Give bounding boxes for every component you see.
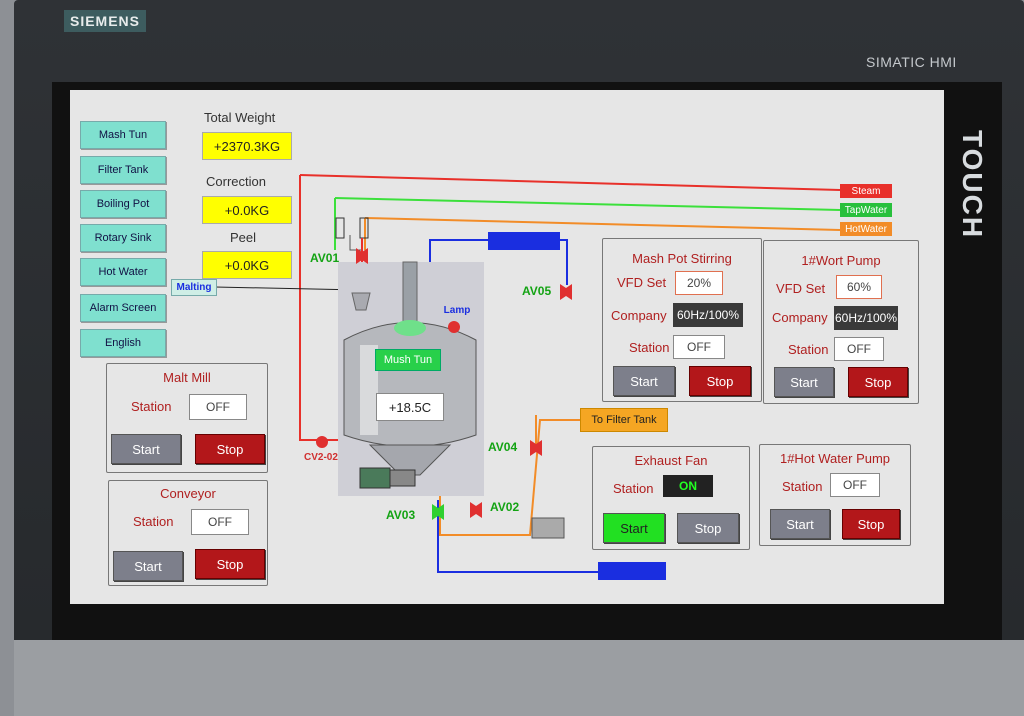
bezel-bottom bbox=[14, 640, 1024, 716]
conveyor-stop-button[interactable]: Stop bbox=[195, 549, 265, 579]
exhaust-fan-stop-button[interactable]: Stop bbox=[677, 513, 739, 543]
peel-label: Peel bbox=[230, 230, 257, 245]
exhaust-fan-panel: Exhaust Fan Station ON Start Stop bbox=[592, 446, 750, 550]
hot-water-pump-station-label: Station bbox=[782, 479, 823, 494]
malt-mill-title: Malt Mill bbox=[163, 370, 211, 385]
peel-value[interactable]: +0.0KG bbox=[202, 251, 292, 279]
nav-mash-tun[interactable]: Mash Tun bbox=[80, 121, 166, 149]
touch-label: TOUCH bbox=[957, 130, 988, 240]
total-weight-value: +2370.3KG bbox=[202, 132, 292, 160]
malt-mill-panel: Malt Mill Station OFF Start Stop bbox=[106, 363, 268, 473]
mash-pot-start-button[interactable]: Start bbox=[613, 366, 675, 396]
mash-pot-vfd-label: VFD Set bbox=[617, 275, 667, 290]
mash-pot-station-value: OFF bbox=[673, 335, 725, 359]
cv202-label: CV2-02 bbox=[304, 452, 338, 463]
blue-bottom-tag bbox=[598, 562, 666, 580]
conveyor-panel: Conveyor Station OFF Start Stop bbox=[108, 480, 268, 586]
nav-rotary-sink[interactable]: Rotary Sink bbox=[80, 224, 166, 252]
conveyor-start-button[interactable]: Start bbox=[113, 551, 183, 581]
hot-water-pump-start-button[interactable]: Start bbox=[770, 509, 830, 539]
wort-pump-vfd-value[interactable]: 60% bbox=[836, 275, 882, 299]
to-filter-tank-tag: To Filter Tank bbox=[580, 408, 668, 432]
wort-pump-panel: 1#Wort Pump VFD Set 60% Company 60Hz/100… bbox=[763, 240, 919, 404]
wort-pump-start-button[interactable]: Start bbox=[774, 367, 834, 397]
siemens-logo: SIEMENS bbox=[64, 10, 146, 32]
av02-label: AV02 bbox=[490, 500, 520, 514]
av04-label: AV04 bbox=[488, 440, 518, 454]
blue-top-tag bbox=[488, 232, 560, 250]
mash-pot-station-label: Station bbox=[629, 340, 670, 355]
hot-water-pump-station-value: OFF bbox=[830, 473, 880, 497]
malting-tag: Malting bbox=[171, 279, 217, 296]
wort-pump-stop-button[interactable]: Stop bbox=[848, 367, 908, 397]
correction-value[interactable]: +0.0KG bbox=[202, 196, 292, 224]
exhaust-fan-station-label: Station bbox=[613, 481, 654, 496]
wort-pump-station-label: Station bbox=[788, 342, 829, 357]
wort-pump-company-label: Company bbox=[772, 310, 828, 325]
hot-water-pump-stop-button[interactable]: Stop bbox=[842, 509, 900, 539]
nav-boiling-pot[interactable]: Boiling Pot bbox=[80, 190, 166, 218]
conveyor-station-value: OFF bbox=[191, 509, 249, 535]
tank-temperature: +18.5C bbox=[376, 393, 444, 421]
hmi-screen: Mash Tun Filter Tank Boiling Pot Rotary … bbox=[70, 90, 944, 604]
hot-water-pump-panel: 1#Hot Water Pump Station OFF Start Stop bbox=[759, 444, 911, 546]
av05-label: AV05 bbox=[522, 284, 552, 298]
malt-mill-start-button[interactable]: Start bbox=[111, 434, 181, 464]
mash-pot-vfd-value[interactable]: 20% bbox=[675, 271, 723, 295]
av01-label: AV01 bbox=[310, 251, 340, 265]
wort-pump-vfd-label: VFD Set bbox=[776, 281, 826, 296]
wort-pump-title: 1#Wort Pump bbox=[801, 253, 881, 268]
nav-english[interactable]: English bbox=[80, 329, 166, 357]
malt-mill-stop-button[interactable]: Stop bbox=[195, 434, 265, 464]
wort-pump-company-value: 60Hz/100% bbox=[834, 306, 898, 330]
conveyor-station-label: Station bbox=[133, 514, 174, 529]
model-label: SIMATIC HMI bbox=[866, 54, 957, 70]
tapwater-tag: TapWater bbox=[840, 203, 892, 217]
correction-label: Correction bbox=[206, 174, 266, 189]
mash-pot-title: Mash Pot Stirring bbox=[632, 251, 732, 266]
conveyor-title: Conveyor bbox=[160, 486, 216, 501]
mash-pot-panel: Mash Pot Stirring VFD Set 20% Company 60… bbox=[602, 238, 762, 402]
nav-alarm-screen[interactable]: Alarm Screen bbox=[80, 294, 166, 322]
av03-label: AV03 bbox=[386, 508, 416, 522]
hot-water-pump-title: 1#Hot Water Pump bbox=[779, 451, 891, 466]
mash-pot-stop-button[interactable]: Stop bbox=[689, 366, 751, 396]
mash-pot-company-value: 60Hz/100% bbox=[673, 303, 743, 327]
malt-mill-station-label: Station bbox=[131, 399, 172, 414]
nav-hot-water[interactable]: Hot Water bbox=[80, 258, 166, 286]
total-weight-label: Total Weight bbox=[204, 110, 276, 125]
lamp-label: Lamp bbox=[443, 304, 471, 316]
malt-mill-station-value: OFF bbox=[189, 394, 247, 420]
mush-tun-tank-label: Mush Tun bbox=[375, 349, 441, 371]
hotwater-tag: HotWater bbox=[840, 222, 892, 236]
exhaust-fan-title: Exhaust Fan bbox=[634, 453, 708, 468]
exhaust-fan-station-value: ON bbox=[663, 475, 713, 497]
wort-pump-station-value: OFF bbox=[834, 337, 884, 361]
exhaust-fan-start-button[interactable]: Start bbox=[603, 513, 665, 543]
steam-tag: Steam bbox=[840, 184, 892, 198]
nav-filter-tank[interactable]: Filter Tank bbox=[80, 156, 166, 184]
mash-pot-company-label: Company bbox=[611, 308, 667, 323]
